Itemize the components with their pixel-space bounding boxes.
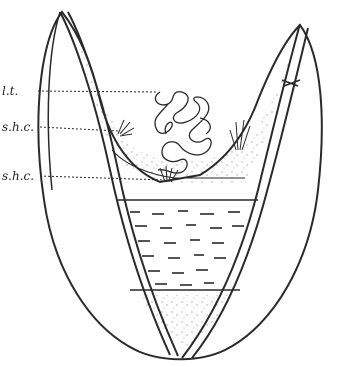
label-shc-lower: s.h.c. xyxy=(2,169,34,183)
sensory-hair-cells-upper xyxy=(118,120,250,150)
label-lt: l.t. xyxy=(2,84,18,98)
label-shc-upper: s.h.c. xyxy=(2,120,34,134)
